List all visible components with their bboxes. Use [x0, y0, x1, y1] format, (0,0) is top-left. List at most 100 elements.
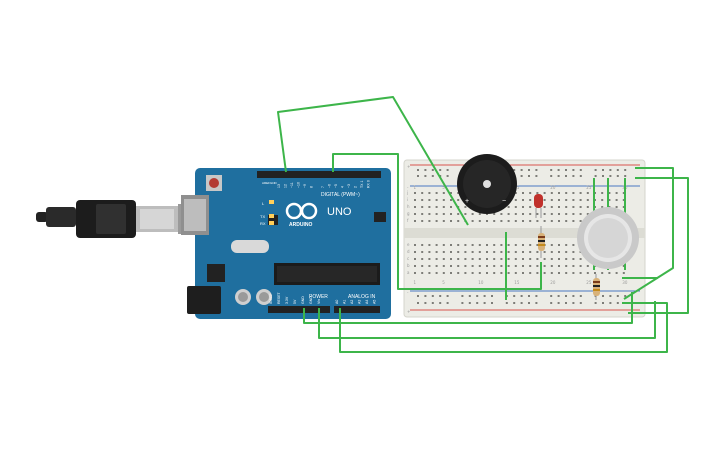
breadboard-hole[interactable] — [424, 302, 427, 304]
resistor-1[interactable] — [538, 226, 545, 258]
breadboard-hole[interactable] — [471, 244, 474, 246]
breadboard-hole[interactable] — [513, 295, 516, 297]
breadboard-hole[interactable] — [464, 272, 467, 274]
breadboard-hole[interactable] — [442, 258, 445, 260]
breadboard-hole[interactable] — [572, 251, 575, 253]
breadboard-hole[interactable] — [421, 199, 424, 201]
breadboard-hole[interactable] — [500, 272, 503, 274]
breadboard-hole[interactable] — [624, 169, 627, 171]
breadboard-hole[interactable] — [565, 220, 568, 222]
breadboard-hole[interactable] — [624, 175, 627, 177]
breadboard-hole[interactable] — [565, 272, 568, 274]
breadboard-hole[interactable] — [464, 213, 467, 215]
breadboard-hole[interactable] — [602, 175, 604, 177]
breadboard-hole[interactable] — [507, 258, 510, 260]
breadboard-hole[interactable] — [558, 251, 560, 253]
breadboard-hole[interactable] — [439, 302, 442, 304]
breadboard-hole[interactable] — [450, 244, 452, 246]
breadboard-hole[interactable] — [435, 272, 438, 274]
breadboard-hole[interactable] — [464, 258, 467, 260]
breadboard-hole[interactable] — [594, 302, 597, 304]
breadboard-hole[interactable] — [550, 175, 553, 177]
breadboard-hole[interactable] — [450, 192, 452, 194]
breadboard-hole[interactable] — [414, 251, 416, 253]
breadboard-hole[interactable] — [558, 244, 560, 246]
breadboard-hole[interactable] — [558, 272, 560, 274]
breadboard-hole[interactable] — [491, 302, 493, 304]
breadboard-hole[interactable] — [522, 244, 524, 246]
breadboard-hole[interactable] — [609, 295, 612, 297]
breadboard-hole[interactable] — [601, 192, 604, 194]
breadboard-hole[interactable] — [572, 169, 575, 171]
breadboard-hole[interactable] — [435, 199, 438, 201]
breadboard-hole[interactable] — [536, 192, 539, 194]
breadboard-hole[interactable] — [558, 206, 560, 208]
breadboard-hole[interactable] — [601, 199, 604, 201]
breadboard-hole[interactable] — [414, 272, 416, 274]
breadboard-hole[interactable] — [608, 272, 611, 274]
wire-pin12-to-buzzer[interactable] — [277, 96, 469, 226]
breadboard-hole[interactable] — [543, 251, 546, 253]
breadboard-hole[interactable] — [579, 199, 582, 201]
breadboard-hole[interactable] — [457, 213, 460, 215]
red-led[interactable] — [534, 194, 543, 218]
breadboard-hole[interactable] — [450, 199, 452, 201]
breadboard-hole[interactable] — [601, 272, 604, 274]
breadboard-hole[interactable] — [579, 272, 582, 274]
breadboard-hole[interactable] — [435, 265, 438, 267]
breadboard-hole[interactable] — [493, 220, 496, 222]
breadboard-hole[interactable] — [478, 258, 481, 260]
breadboard-hole[interactable] — [507, 220, 510, 222]
breadboard-hole[interactable] — [478, 213, 481, 215]
piezo-buzzer[interactable]: + − — [457, 154, 517, 214]
breadboard-hole[interactable] — [431, 175, 434, 177]
breadboard-hole[interactable] — [543, 199, 546, 201]
breadboard-hole[interactable] — [529, 265, 532, 267]
breadboard-hole[interactable] — [442, 251, 445, 253]
breadboard-hole[interactable] — [572, 175, 575, 177]
breadboard-hole[interactable] — [579, 258, 582, 260]
breadboard-hole[interactable] — [428, 251, 431, 253]
breadboard-hole[interactable] — [431, 295, 434, 297]
breadboard-hole[interactable] — [446, 169, 449, 171]
wire-rail-right-1[interactable] — [623, 167, 674, 300]
breadboard-hole[interactable] — [543, 258, 546, 260]
breadboard-hole[interactable] — [493, 251, 496, 253]
breadboard-hole[interactable] — [615, 199, 618, 201]
breadboard-hole[interactable] — [550, 251, 553, 253]
breadboard-hole[interactable] — [507, 244, 510, 246]
breadboard-hole[interactable] — [417, 175, 419, 177]
breadboard-hole[interactable] — [478, 265, 481, 267]
breadboard-hole[interactable] — [421, 244, 424, 246]
breadboard-hole[interactable] — [579, 302, 582, 304]
breadboard-hole[interactable] — [615, 272, 618, 274]
breadboard-hole[interactable] — [457, 199, 460, 201]
breadboard-hole[interactable] — [486, 265, 488, 267]
breadboard-hole[interactable] — [602, 295, 604, 297]
breadboard-hole[interactable] — [514, 206, 517, 208]
breadboard-hole[interactable] — [493, 244, 496, 246]
breadboard-hole[interactable] — [435, 258, 438, 260]
breadboard-hole[interactable] — [439, 295, 442, 297]
breadboard-hole[interactable] — [450, 265, 452, 267]
breadboard-hole[interactable] — [514, 244, 517, 246]
breadboard-hole[interactable] — [428, 213, 431, 215]
breadboard-hole[interactable] — [622, 272, 625, 274]
breadboard-hole[interactable] — [471, 258, 474, 260]
breadboard-hole[interactable] — [550, 206, 553, 208]
breadboard-hole[interactable] — [486, 251, 488, 253]
breadboard-hole[interactable] — [622, 265, 625, 267]
breadboard-hole[interactable] — [520, 295, 523, 297]
breadboard-hole[interactable] — [464, 244, 467, 246]
breadboard-hole[interactable] — [464, 265, 467, 267]
breadboard-hole[interactable] — [608, 206, 611, 208]
breadboard-hole[interactable] — [522, 272, 524, 274]
breadboard-hole[interactable] — [442, 206, 445, 208]
breadboard-hole[interactable] — [522, 220, 524, 222]
breadboard-hole[interactable] — [435, 220, 438, 222]
breadboard-hole[interactable] — [558, 213, 560, 215]
breadboard-hole[interactable] — [550, 258, 553, 260]
breadboard-hole[interactable] — [579, 175, 582, 177]
breadboard-hole[interactable] — [500, 265, 503, 267]
breadboard-hole[interactable] — [622, 206, 625, 208]
